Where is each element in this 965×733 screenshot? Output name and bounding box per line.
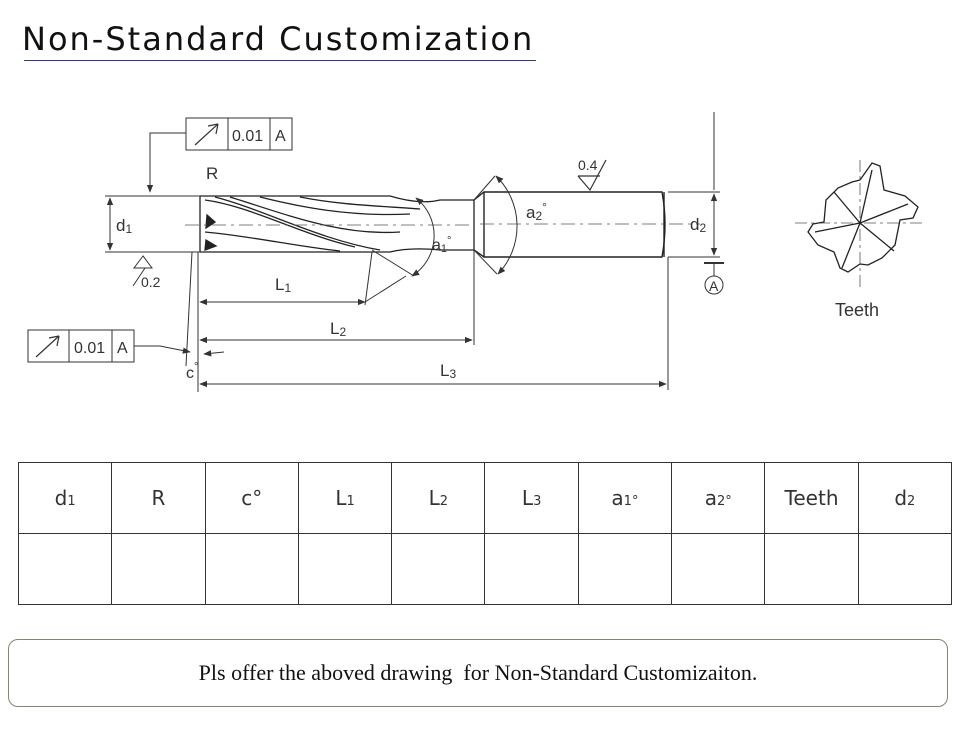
spec-value-cell[interactable] <box>671 533 766 605</box>
spec-header-cell: c° <box>204 462 299 534</box>
spec-header-cell: Teeth <box>764 462 859 534</box>
fcf-left: 0.01 A <box>27 329 135 363</box>
spec-header-main: d <box>894 486 908 510</box>
spec-value-cell[interactable] <box>857 533 953 605</box>
spec-value-cell[interactable] <box>111 533 206 605</box>
teeth-cross-section <box>795 160 925 288</box>
spec-header-main: c° <box>241 486 263 510</box>
shank <box>473 191 666 258</box>
spec-header-main: L <box>521 486 534 510</box>
fcf-left-tolerance: 0.01 <box>74 340 105 357</box>
roughness-value: 0.4 <box>578 157 598 173</box>
customization-note: Pls offer the aboved drawing for Non-Sta… <box>8 639 948 707</box>
spec-header-sub: 2 <box>907 494 916 509</box>
spec-value-cell[interactable] <box>577 533 673 605</box>
end-mill-drawing: 0.01 A R d1 0.2 d2 A <box>27 112 925 392</box>
spec-header-main: d <box>54 486 68 510</box>
fcf-top: 0.01 A <box>185 117 293 151</box>
label-L1: L1 <box>275 275 291 295</box>
spec-header-sub: 2 <box>439 494 449 509</box>
spec-header-main: Teeth <box>784 486 839 510</box>
spec-header-sub: 1 <box>346 494 355 509</box>
label-R: R <box>206 164 218 183</box>
spec-value-cell[interactable] <box>204 533 299 605</box>
spec-header-main: L <box>335 486 347 510</box>
spec-header-main: R <box>151 486 166 510</box>
spec-value-cell[interactable] <box>764 533 859 605</box>
spec-header-cell: L3 <box>484 462 579 534</box>
spec-value-cell[interactable] <box>297 533 393 605</box>
spec-header-sub: 2° <box>716 494 732 509</box>
spec-value-cell[interactable] <box>391 533 486 605</box>
runout-arrow-icon <box>194 123 219 146</box>
spec-header-sub: 1 <box>67 494 76 509</box>
fcf-left-datum: A <box>117 340 128 357</box>
page-title: Non-Standard Customization <box>22 20 535 58</box>
spec-header-main: a <box>704 486 717 510</box>
label-L3: L3 <box>440 361 456 381</box>
spec-table-value-row <box>17 533 953 605</box>
teeth-label: Teeth <box>835 300 879 320</box>
spec-header-sub: 1° <box>623 494 639 509</box>
title-underline <box>24 60 536 61</box>
spec-header-cell: L1 <box>297 462 393 534</box>
spec-header-cell: a2° <box>671 462 766 534</box>
spec-header-cell: a1° <box>577 462 673 534</box>
spec-value-cell[interactable] <box>17 533 113 605</box>
label-a1: a1° <box>432 235 451 255</box>
label-a2: a2° <box>526 200 547 223</box>
flatness-symbol: 0.2 <box>132 255 161 290</box>
runout-arrow-icon <box>35 335 60 358</box>
spec-header-cell: L2 <box>391 462 486 534</box>
label-L2: L2 <box>330 319 346 339</box>
spec-header-main: L <box>428 486 440 510</box>
roughness-symbol: 0.4 <box>577 157 607 192</box>
spec-value-cell[interactable] <box>484 533 579 605</box>
spec-header-cell: d2 <box>857 462 953 534</box>
fcf-top-tolerance: 0.01 <box>232 128 263 145</box>
label-d2: d2 <box>690 215 706 235</box>
spec-header-cell: R <box>111 462 206 534</box>
label-c: c° <box>186 361 198 382</box>
spec-header-sub: 3 <box>533 494 542 509</box>
datum-A-label: A <box>709 278 719 294</box>
spec-header-main: a <box>611 486 624 510</box>
spec-header-cell: d1 <box>17 462 113 534</box>
label-d1: d1 <box>116 216 132 236</box>
fcf-top-datum: A <box>275 128 286 145</box>
flatness-value: 0.2 <box>141 274 161 290</box>
datum-A-symbol: A <box>704 262 724 295</box>
